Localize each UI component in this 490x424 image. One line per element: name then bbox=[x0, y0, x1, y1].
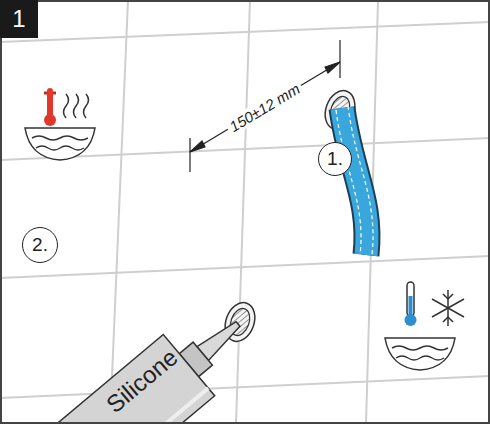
hose bbox=[336, 106, 373, 255]
hot-water-icon bbox=[25, 88, 95, 160]
callout-number-text: 1. bbox=[327, 148, 343, 170]
callout-number-text: 2. bbox=[32, 234, 48, 256]
callout-number: 1. bbox=[318, 142, 352, 176]
silicone-cartridge bbox=[0, 293, 264, 424]
cold-water-icon bbox=[385, 282, 464, 370]
dimension-line bbox=[190, 40, 340, 172]
step-number: 1 bbox=[0, 0, 38, 38]
step-number-text: 1 bbox=[12, 5, 25, 33]
callout-number: 2. bbox=[22, 227, 58, 263]
dimension-label: 150±12 mm bbox=[224, 78, 306, 136]
